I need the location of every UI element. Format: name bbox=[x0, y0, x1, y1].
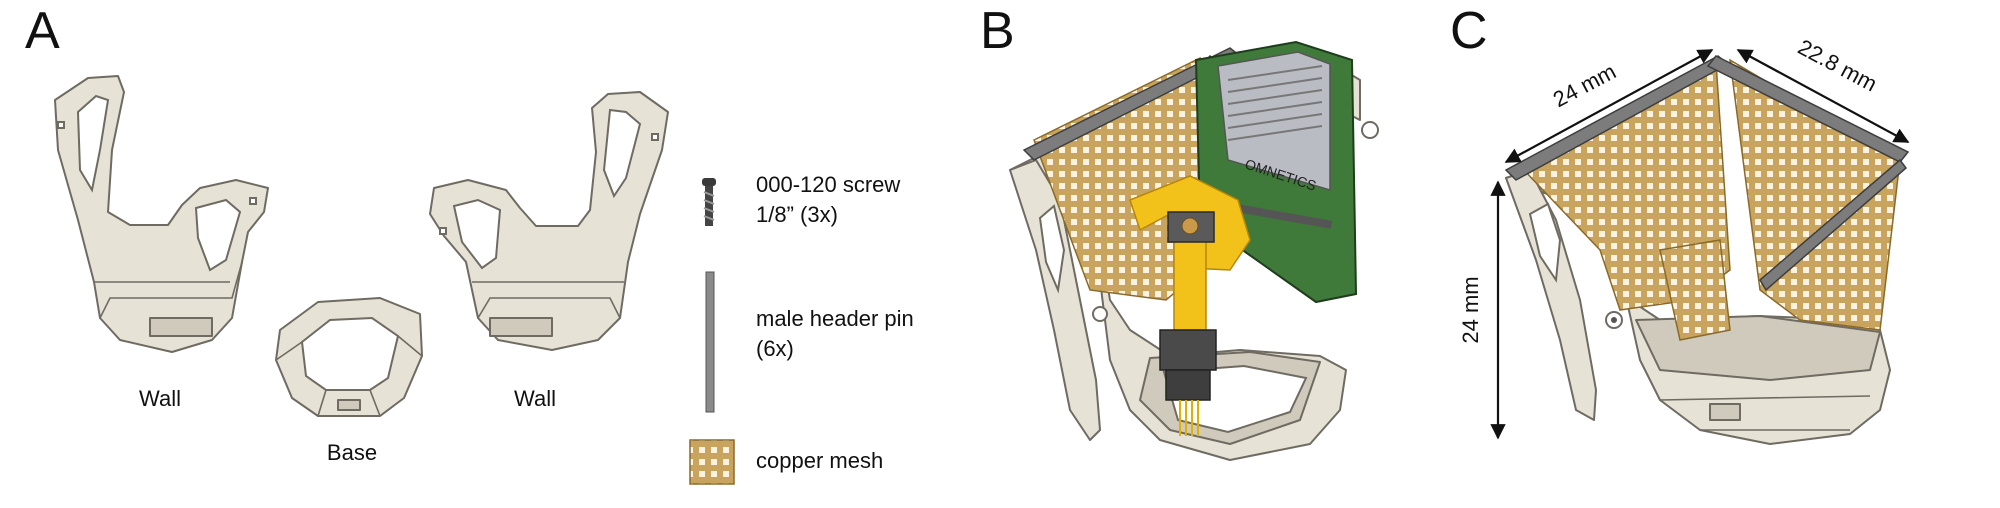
copper-mesh-panel-c-front bbox=[1659, 239, 1731, 341]
wall-left-label: Wall bbox=[139, 386, 181, 411]
copper-mesh-swatch bbox=[689, 439, 735, 485]
wall-left-part bbox=[54, 75, 269, 353]
panel-b: B OMNETICS bbox=[980, 2, 1379, 461]
base-part bbox=[275, 297, 423, 417]
pcb-board: OMNETICS bbox=[1194, 40, 1358, 304]
panel-b-letter: B bbox=[980, 2, 1015, 60]
base-label: Base bbox=[327, 440, 377, 465]
header-pin-icon bbox=[705, 271, 715, 413]
dimension-arrow-top-left bbox=[1504, 49, 1714, 163]
screw-icon bbox=[702, 178, 716, 226]
wall-right-part bbox=[429, 91, 669, 351]
panel-a: A Wall Base bbox=[25, 2, 914, 485]
pin-label-line2: (6x) bbox=[756, 336, 794, 361]
panel-a-letter: A bbox=[25, 2, 60, 60]
pin-label-line1: male header pin bbox=[756, 306, 914, 331]
panel-c: C 24 mm 22.8 mm 24 mm bbox=[1450, 2, 1910, 445]
screw-label-line1: 000-120 screw bbox=[756, 172, 900, 197]
dimension-label-height: 24 mm bbox=[1458, 276, 1483, 343]
connector-stack bbox=[1159, 211, 1217, 436]
mesh-label: copper mesh bbox=[756, 448, 883, 473]
wall-right-label: Wall bbox=[514, 386, 556, 411]
dimension-arrow-top-right bbox=[1736, 49, 1910, 143]
panel-c-letter: C bbox=[1450, 2, 1488, 60]
top-rail-front-c bbox=[1759, 158, 1908, 292]
flex-cable-tail bbox=[1173, 235, 1207, 331]
screw-label-line2: 1/8” (3x) bbox=[756, 202, 838, 227]
dimension-label-top-left: 24 mm bbox=[1549, 59, 1620, 113]
